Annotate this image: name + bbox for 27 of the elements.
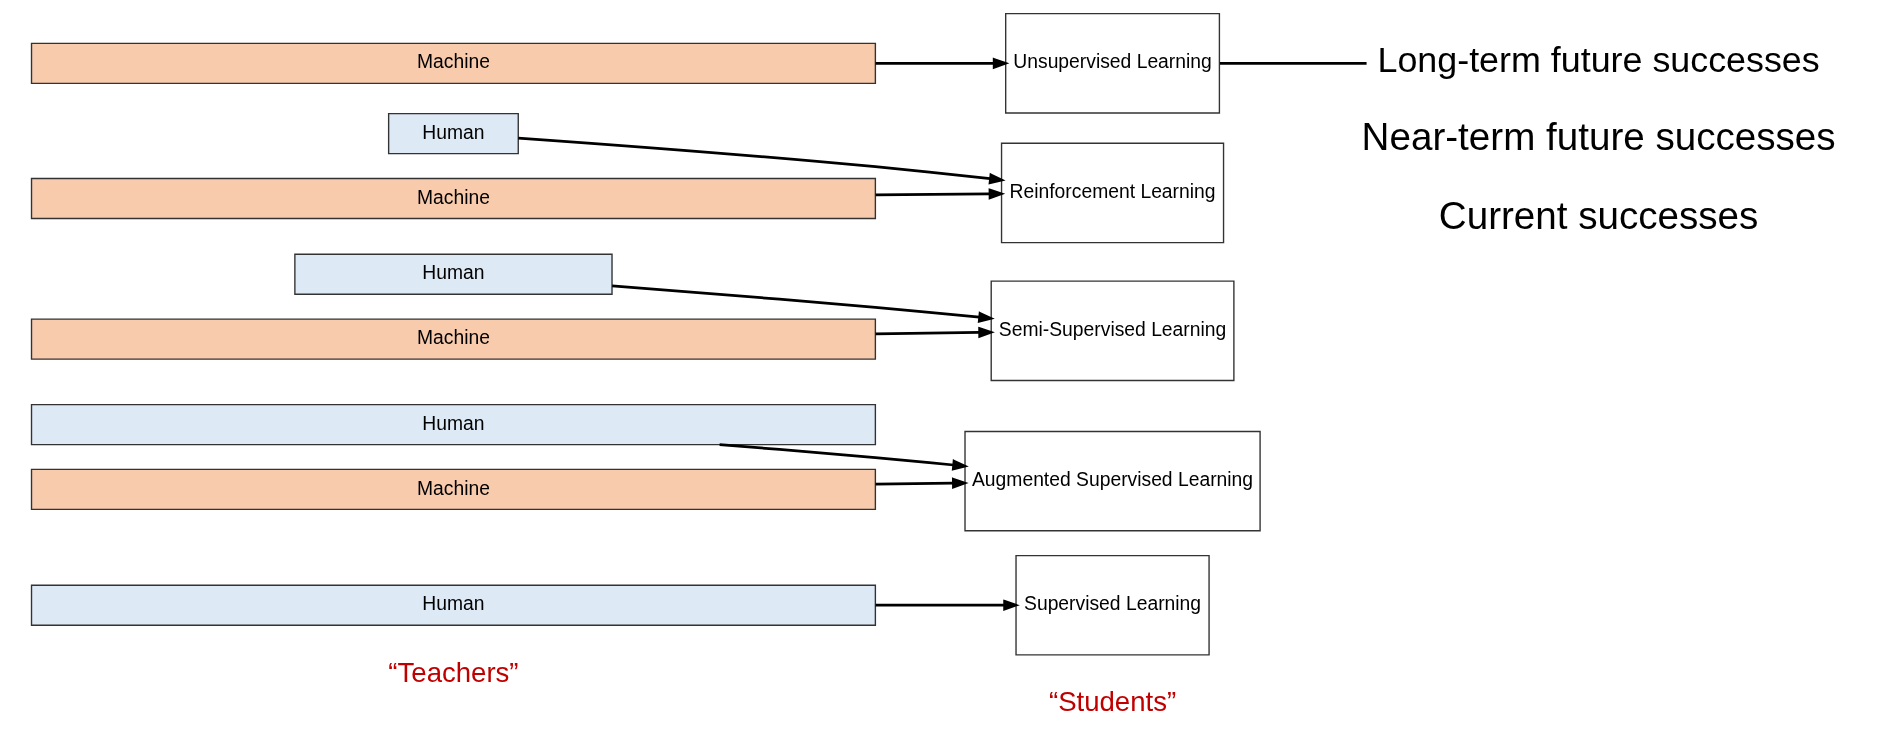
arrow bbox=[611, 284, 995, 323]
node-box: Human bbox=[30, 403, 876, 446]
node-box: Machine bbox=[30, 468, 876, 511]
node-box: Unsupervised Learning bbox=[1004, 13, 1220, 114]
node-box: Semi-Supervised Learning bbox=[990, 280, 1235, 382]
node-box: Human bbox=[30, 584, 876, 626]
node-box: Machine bbox=[30, 318, 876, 360]
label: “Teachers” bbox=[387, 657, 519, 689]
node-box: Machine bbox=[30, 177, 876, 220]
arrow bbox=[719, 443, 969, 471]
node-box: Human bbox=[293, 253, 613, 295]
label: Near-term future successes bbox=[1361, 115, 1836, 159]
node-box: Supervised Learning bbox=[1014, 554, 1210, 656]
label: Current successes bbox=[1438, 193, 1758, 237]
node-text: Long-term future successes bbox=[1376, 40, 1820, 81]
node-box: Human bbox=[387, 112, 519, 155]
arrow bbox=[875, 477, 969, 489]
connector bbox=[1219, 61, 1367, 65]
arrow bbox=[875, 326, 995, 339]
arrow bbox=[875, 599, 1020, 612]
arrow bbox=[875, 57, 1009, 70]
node-box: Reinforcement Learning bbox=[1000, 142, 1224, 244]
label: “Students” bbox=[1048, 686, 1176, 718]
arrow bbox=[517, 136, 1006, 185]
arrow bbox=[875, 188, 1005, 200]
node-box: Augmented Supervised Learning bbox=[963, 430, 1261, 532]
node-box: Machine bbox=[30, 42, 876, 84]
